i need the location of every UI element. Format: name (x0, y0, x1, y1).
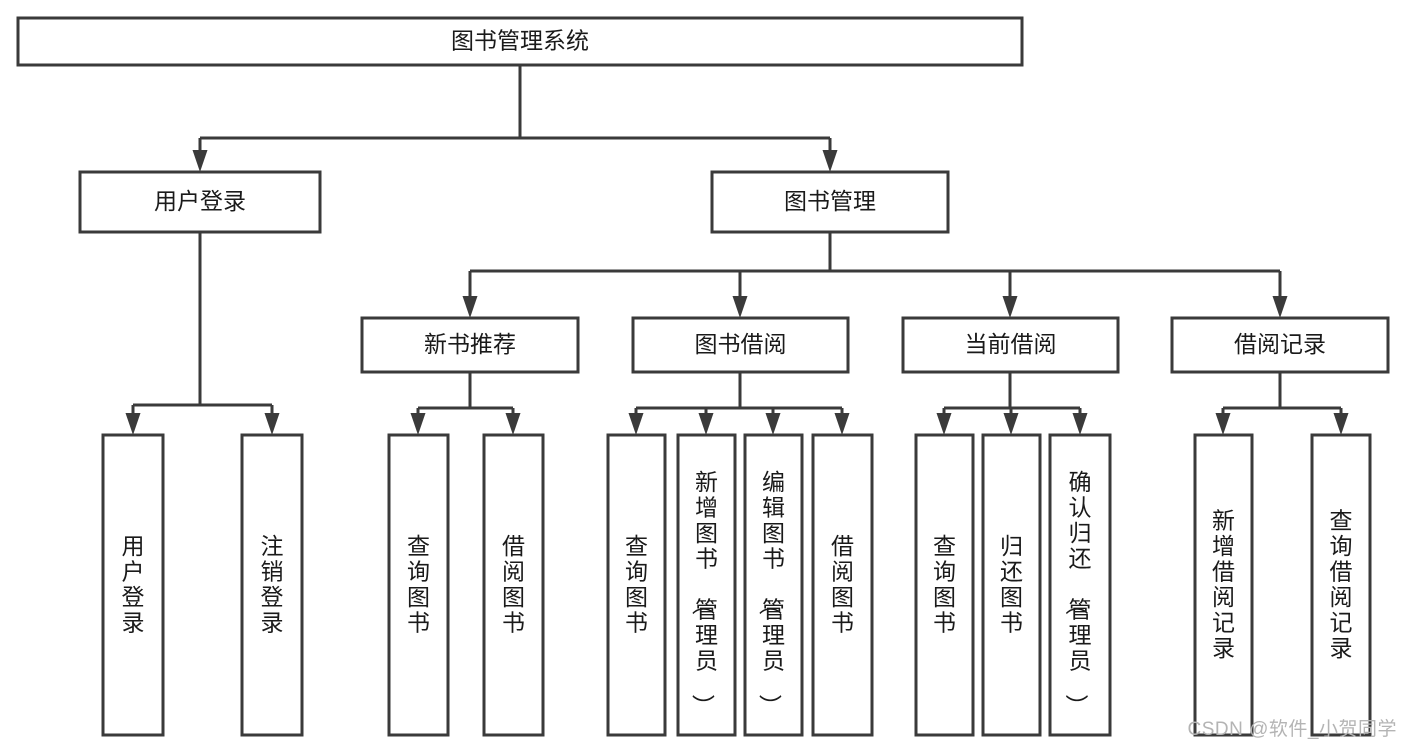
arrow-head-icon (834, 413, 850, 435)
node-leaf-leaf-borrow-add-book[interactable]: 新增图书（管理员） (676, 433, 737, 737)
node-label: 确认归还（管理员） (1064, 469, 1092, 717)
node-label: 新增借阅记录 (1212, 507, 1235, 661)
connector-from-new-book-recommend (410, 372, 521, 435)
node-leaf-leaf-user-logout[interactable]: 注销登录 (240, 433, 304, 737)
node-label: 查询图书 (625, 533, 648, 636)
node-label: 查询借阅记录 (1330, 507, 1353, 661)
node-label: 编辑图书（管理员） (757, 469, 785, 717)
node-label: 借阅记录 (1234, 331, 1326, 357)
node-root[interactable]: 图书管理系统 (16, 16, 1024, 67)
arrow-head-icon (1272, 296, 1288, 318)
node-box[interactable] (1170, 316, 1390, 374)
connector-from-book-borrow (628, 372, 850, 435)
arrow-head-icon (732, 296, 748, 318)
node-level3-new-book-recommend[interactable]: 新书推荐 (360, 316, 580, 374)
node-box[interactable] (631, 316, 850, 374)
node-box[interactable] (360, 316, 580, 374)
node-label: 查询图书 (933, 533, 956, 636)
node-label: 归还图书 (1000, 533, 1023, 636)
node-leaf-leaf-borrow-edit-book[interactable]: 编辑图书（管理员） (743, 433, 804, 737)
node-box[interactable] (981, 433, 1042, 737)
arrow-head-icon (505, 413, 521, 435)
arrow-head-icon (192, 150, 208, 172)
arrow-head-icon (264, 413, 280, 435)
node-level2-book-manage[interactable]: 图书管理 (710, 170, 950, 234)
node-box[interactable] (387, 433, 450, 737)
node-leaf-leaf-borrow-query-book[interactable]: 查询图书 (606, 433, 667, 737)
connector-from-user-login (125, 232, 280, 435)
node-leaf-leaf-borrow-borrow-book[interactable]: 借阅图书 (811, 433, 874, 737)
node-label: 用户登录 (154, 188, 246, 214)
arrow-head-icon (1215, 413, 1231, 435)
node-box[interactable] (676, 433, 737, 737)
node-label: 图书管理系统 (451, 28, 589, 54)
node-box[interactable] (914, 433, 975, 737)
node-box[interactable] (901, 316, 1120, 374)
node-box[interactable] (743, 433, 804, 737)
node-box[interactable] (240, 433, 304, 737)
connector-from-root (192, 65, 838, 172)
arrow-head-icon (462, 296, 478, 318)
node-box[interactable] (811, 433, 874, 737)
node-leaf-leaf-record-add[interactable]: 新增借阅记录 (1193, 433, 1254, 737)
node-box[interactable] (482, 433, 545, 737)
edges-layer (125, 65, 1349, 435)
node-box[interactable] (16, 16, 1024, 67)
node-box[interactable] (101, 433, 165, 737)
node-leaf-leaf-current-confirm-return[interactable]: 确认归还（管理员） (1048, 433, 1112, 737)
node-box[interactable] (1048, 433, 1112, 737)
node-label: 用户登录 (122, 533, 145, 636)
node-leaf-leaf-user-login[interactable]: 用户登录 (101, 433, 165, 737)
arrow-head-icon (822, 150, 838, 172)
node-label: 查询图书 (407, 533, 430, 636)
node-label: 借阅图书 (831, 533, 854, 636)
arrow-head-icon (125, 413, 141, 435)
arrow-head-icon (410, 413, 426, 435)
node-leaf-leaf-current-return-book[interactable]: 归还图书 (981, 433, 1042, 737)
arrow-head-icon (1333, 413, 1349, 435)
node-level2-user-login[interactable]: 用户登录 (78, 170, 322, 234)
node-level3-book-borrow[interactable]: 图书借阅 (631, 316, 850, 374)
connector-from-borrow-record (1215, 372, 1349, 435)
arrow-head-icon (698, 413, 714, 435)
arrow-head-icon (1003, 413, 1019, 435)
node-leaf-leaf-rec-borrow-book[interactable]: 借阅图书 (482, 433, 545, 737)
node-box[interactable] (1193, 433, 1254, 737)
node-label: 图书管理 (784, 188, 876, 214)
arrow-head-icon (765, 413, 781, 435)
connector-from-book-manage (462, 232, 1288, 318)
node-label: 图书借阅 (695, 331, 787, 357)
node-label: 注销登录 (261, 533, 284, 636)
node-box[interactable] (710, 170, 950, 234)
node-leaf-leaf-current-query-book[interactable]: 查询图书 (914, 433, 975, 737)
node-box[interactable] (1310, 433, 1372, 737)
arrow-head-icon (936, 413, 952, 435)
arrow-head-icon (628, 413, 644, 435)
node-box[interactable] (606, 433, 667, 737)
nodes-layer: 图书管理系统用户登录图书管理新书推荐图书借阅当前借阅借阅记录用户登录注销登录查询… (16, 16, 1390, 737)
node-label: 新增图书（管理员） (690, 469, 718, 717)
node-label: 新书推荐 (424, 331, 516, 357)
node-box[interactable] (78, 170, 322, 234)
arrow-head-icon (1002, 296, 1018, 318)
node-leaf-leaf-record-query[interactable]: 查询借阅记录 (1310, 433, 1372, 737)
node-leaf-leaf-rec-query-book[interactable]: 查询图书 (387, 433, 450, 737)
node-level3-current-borrow[interactable]: 当前借阅 (901, 316, 1120, 374)
node-label: 当前借阅 (965, 331, 1057, 357)
arrow-head-icon (1072, 413, 1088, 435)
node-label: 借阅图书 (502, 533, 525, 636)
connector-from-current-borrow (936, 372, 1088, 435)
node-level3-borrow-record[interactable]: 借阅记录 (1170, 316, 1390, 374)
